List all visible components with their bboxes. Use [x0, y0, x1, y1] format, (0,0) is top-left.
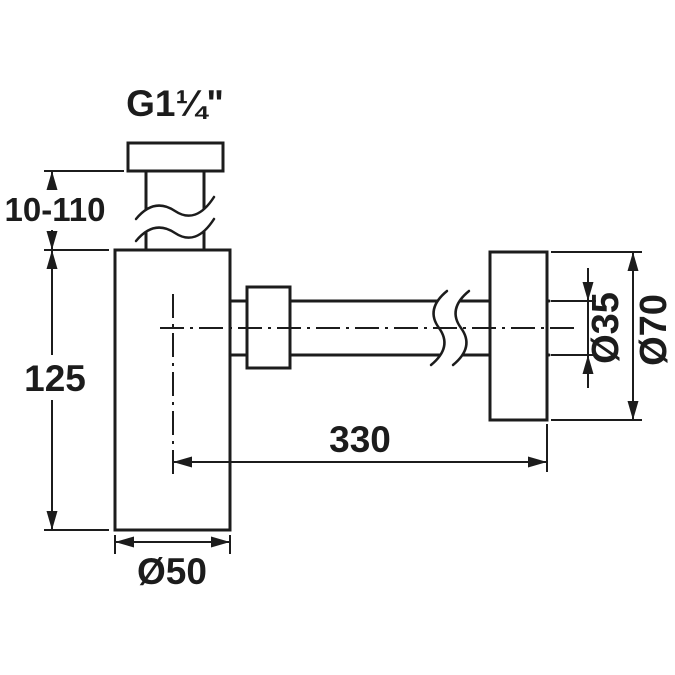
dimension-flange-diameter: Ø70	[551, 251, 675, 421]
flange-diameter-label: Ø70	[633, 294, 675, 366]
dimension-body-height: 125	[21, 250, 89, 530]
arrowhead-right-icon	[528, 456, 547, 468]
inlet-break-wave-bottom	[134, 217, 216, 243]
dimension-pipe-diameter: Ø35	[551, 268, 627, 388]
centerlines	[160, 294, 580, 474]
thread-size-label: G1¼"	[126, 83, 224, 124]
wall-flange	[488, 250, 549, 422]
arrowhead-down-icon	[627, 401, 639, 420]
arrowhead-down-icon	[46, 511, 58, 530]
inlet-pipe-group	[126, 141, 225, 252]
adjustable-height-label: 10-110	[5, 191, 106, 228]
arrowhead-left-icon	[115, 536, 134, 548]
outlet-length-label: 330	[329, 419, 391, 460]
pipe-diameter-label: Ø35	[585, 292, 627, 364]
arrowhead-up-icon	[46, 250, 58, 269]
dimension-body-diameter: Ø50	[114, 535, 231, 592]
outlet-pipe-group	[228, 250, 551, 422]
inlet-flange	[126, 141, 225, 173]
body-diameter-label: Ø50	[137, 551, 207, 592]
dimension-adjustable-height: 10-110	[2, 171, 108, 250]
inlet-break-mask	[136, 197, 214, 241]
inlet-break-wave-top	[134, 195, 216, 221]
arrowhead-up-icon	[582, 355, 594, 374]
arrowhead-up-icon	[627, 252, 639, 271]
outlet-break-wave-right	[451, 289, 471, 367]
arrowhead-down-icon	[582, 282, 594, 301]
arrowhead-right-icon	[211, 536, 230, 548]
dimension-outlet-length: 330	[173, 419, 548, 472]
body-height-label: 125	[24, 358, 86, 399]
arrowhead-up-icon	[46, 171, 58, 190]
arrowhead-left-icon	[173, 456, 192, 468]
arrowhead-down-icon	[46, 231, 58, 250]
